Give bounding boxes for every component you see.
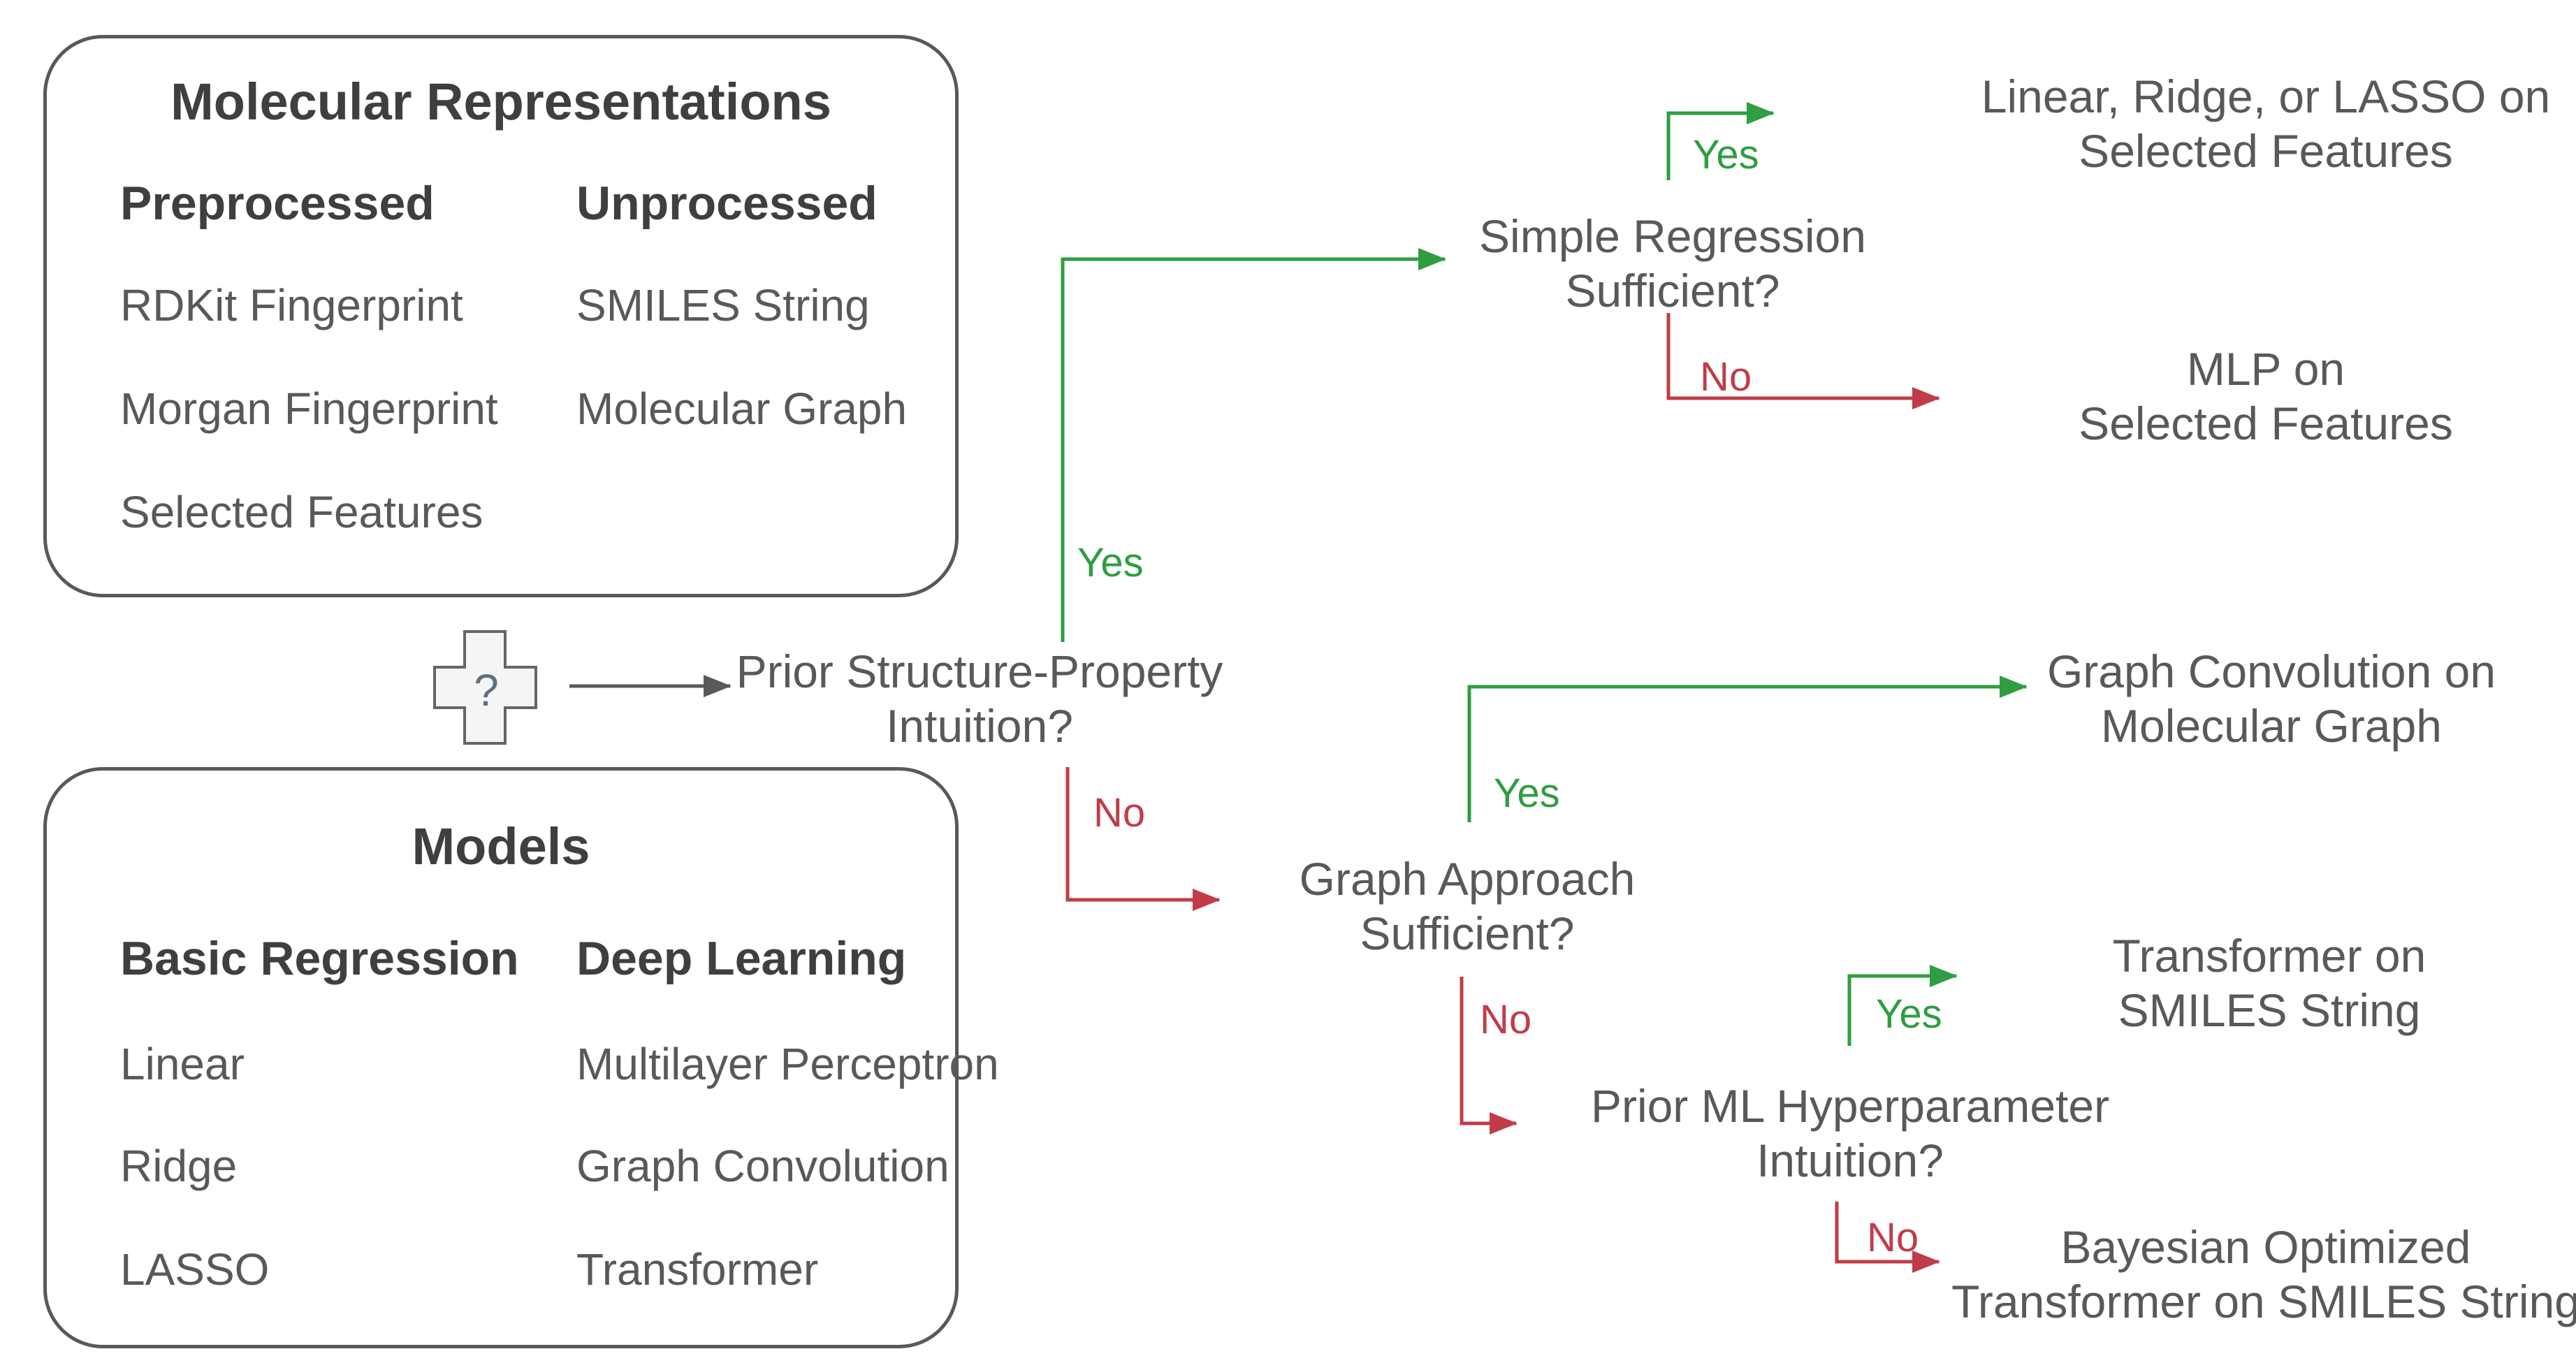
- plus-combiner-icon: [433, 630, 537, 745]
- list-item: Selected Features: [120, 487, 483, 537]
- arrow-q2-no: [1666, 313, 1940, 409]
- arrow-q3-yes: [1467, 676, 2028, 822]
- edge-label-q3-yes: Yes: [1494, 771, 1560, 816]
- arrow-q1-yes: [1061, 248, 1446, 642]
- models-box: Models Basic Regression Deep Learning Li…: [43, 767, 999, 1348]
- arrow-q2-yes: [1666, 102, 1775, 180]
- outcome-mlp: MLP on Selected Features: [2079, 343, 2453, 449]
- question-graph-approach: Graph Approach Sufficient?: [1299, 853, 1636, 959]
- edge-label-q4-no: No: [1867, 1215, 1919, 1260]
- edge-label-q1-no: No: [1093, 790, 1146, 836]
- outcome-bayesian-transformer: Bayesian Optimized Transformer on SMILES…: [1951, 1221, 2576, 1327]
- question-prior-structure-property: Prior Structure-Property Intuition?: [736, 646, 1223, 752]
- combiner-question-mark: ?: [474, 665, 499, 715]
- question-ml-hyperparameter: Prior ML Hyperparameter Intuition?: [1590, 1080, 2110, 1186]
- unprocessed-header: Unprocessed: [576, 177, 878, 230]
- molecular-representations-box: Molecular Representations Preprocessed U…: [43, 35, 959, 597]
- edge-label-q2-yes: Yes: [1693, 132, 1759, 177]
- list-item: Multilayer Perceptron: [576, 1039, 999, 1089]
- list-item: SMILES String: [576, 280, 870, 330]
- representations-box-title: Molecular Representations: [170, 73, 831, 131]
- outcome-linear-ridge-lasso: Linear, Ridge, or LASSO on Selected Feat…: [1981, 71, 2551, 177]
- basic-regression-header: Basic Regression: [120, 932, 519, 985]
- models-box-title: Models: [412, 817, 590, 875]
- arrow-q3-no: [1460, 977, 1518, 1135]
- list-item: RDKit Fingerprint: [120, 280, 463, 330]
- question-simple-regression: Simple Regression Sufficient?: [1479, 210, 1866, 316]
- outcome-transformer: Transformer on SMILES String: [2112, 930, 2426, 1036]
- list-item: Molecular Graph: [576, 384, 908, 434]
- arrow-q1-no: [1065, 767, 1221, 911]
- edge-label-q4-yes: Yes: [1876, 991, 1942, 1037]
- arrow-q4-yes: [1847, 965, 1958, 1046]
- arrow-q4-no: [1835, 1202, 1940, 1273]
- outcome-graph-convolution: Graph Convolution on Molecular Graph: [2046, 646, 2496, 752]
- list-item: LASSO: [120, 1244, 270, 1295]
- edge-label-q3-no: No: [1480, 997, 1532, 1042]
- edge-label-q2-no: No: [1700, 354, 1752, 400]
- list-item: Linear: [120, 1039, 245, 1089]
- deep-learning-header: Deep Learning: [576, 932, 907, 985]
- edge-label-q1-yes: Yes: [1077, 540, 1144, 585]
- list-item: Ridge: [120, 1141, 238, 1191]
- preprocessed-header: Preprocessed: [120, 177, 435, 230]
- list-item: Graph Convolution: [576, 1141, 949, 1191]
- list-item: Transformer: [576, 1244, 819, 1295]
- list-item: Morgan Fingerprint: [120, 384, 498, 434]
